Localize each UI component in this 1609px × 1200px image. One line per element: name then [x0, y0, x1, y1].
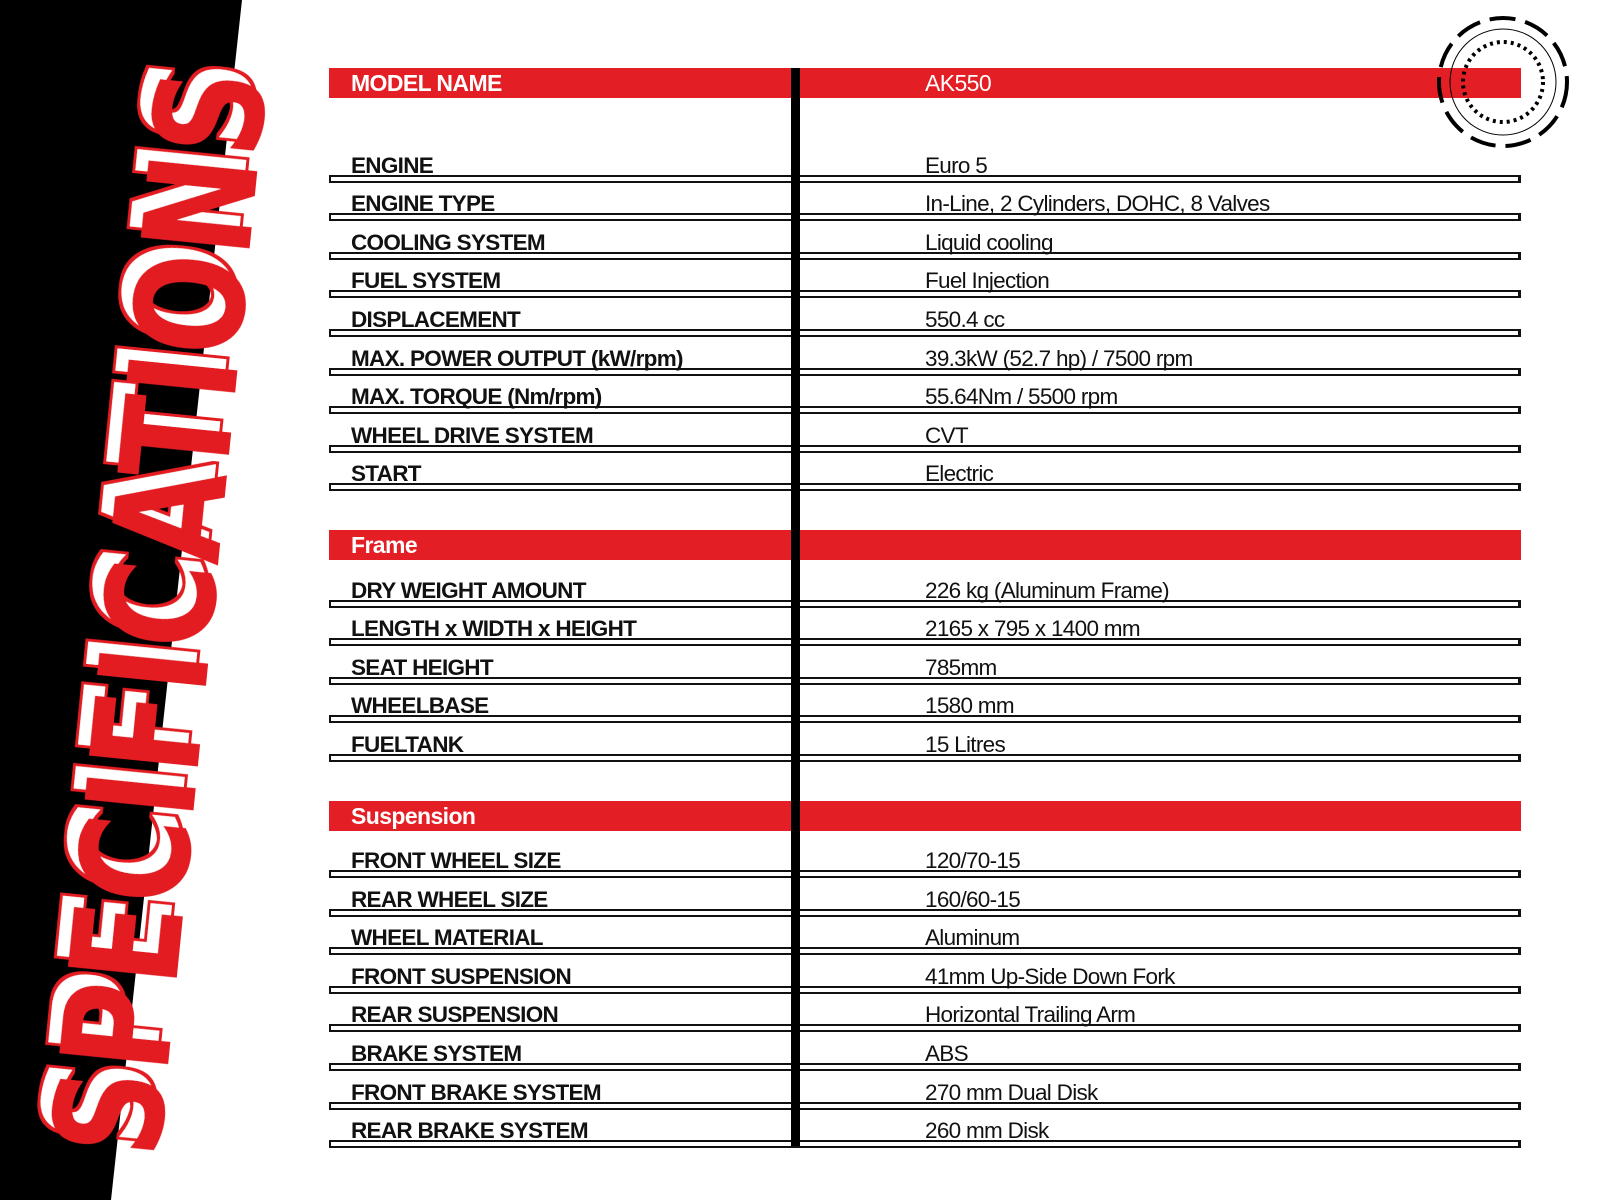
spec-value: In-Line, 2 Cylinders, DOHC, 8 Valves — [925, 191, 1270, 217]
spec-value: 55.64Nm / 5500 rpm — [925, 384, 1118, 410]
spec-label: COOLING SYSTEM — [351, 229, 546, 255]
spec-value: Horizontal Trailing Arm — [925, 1002, 1136, 1028]
spec-row: FRONT WHEEL SIZE 120/70-15 — [329, 840, 1521, 879]
spec-label: FUEL SYSTEM — [351, 268, 501, 294]
spec-label: WHEELBASE — [351, 693, 489, 719]
spec-row: REAR BRAKE SYSTEM 260 mm Disk — [329, 1110, 1521, 1149]
row-underline — [329, 715, 1521, 724]
section-header: Frame — [329, 530, 1521, 561]
row-underline — [329, 870, 1521, 879]
spec-row: MAX. TORQUE (Nm/rpm) 55.64Nm / 5500 rpm — [329, 376, 1521, 415]
spec-value: 550.4 cc — [925, 306, 1005, 332]
spec-label: SEAT HEIGHT — [351, 654, 494, 680]
section-title: MODEL NAME — [351, 70, 502, 96]
badge-circle-icon — [1437, 16, 1569, 148]
spec-row: WHEEL DRIVE SYSTEM CVT — [329, 414, 1521, 453]
spec-row: SEAT HEIGHT 785mm — [329, 646, 1521, 685]
spec-row: WHEELBASE 1580 mm — [329, 685, 1521, 724]
spec-label: DRY WEIGHT AMOUNT — [351, 577, 586, 603]
spec-row: LENGTH x WIDTH x HEIGHT 2165 x 795 x 1400… — [329, 608, 1521, 647]
spec-label: FRONT SUSPENSION — [351, 963, 572, 989]
section-header: Suspension — [329, 800, 1521, 831]
spec-value: 1580 mm — [925, 693, 1015, 719]
spec-label: WHEEL MATERIAL — [351, 925, 544, 951]
row-underline — [329, 213, 1521, 222]
spec-row: BRAKE SYSTEM ABS — [329, 1032, 1521, 1072]
spec-row: FRONT SUSPENSION 41mm Up-Side Down Fork — [329, 955, 1521, 994]
spec-value: Aluminum — [925, 925, 1020, 951]
spec-value: 160/60-15 — [925, 886, 1021, 912]
row-underline — [329, 367, 1521, 376]
spec-value: Fuel Injection — [925, 268, 1050, 294]
row-underline — [329, 753, 1521, 762]
row-underline — [329, 251, 1521, 260]
spec-label: LENGTH x WIDTH x HEIGHT — [351, 616, 637, 642]
spec-label: BRAKE SYSTEM — [351, 1041, 522, 1067]
row-underline — [329, 1024, 1521, 1033]
row-underline — [329, 1101, 1521, 1110]
spec-label: START — [351, 461, 422, 487]
section-value: AK550 — [925, 70, 992, 96]
spec-label: REAR BRAKE SYSTEM — [351, 1118, 589, 1144]
spec-value: 15 Litres — [925, 731, 1006, 757]
spec-label: DISPLACEMENT — [351, 306, 521, 332]
spec-row: FUEL SYSTEM Fuel Injection — [329, 260, 1521, 299]
row-underline — [329, 174, 1521, 183]
spec-row: REAR WHEEL SIZE 160/60-15 — [329, 878, 1521, 917]
spec-label: WHEEL DRIVE SYSTEM — [351, 422, 594, 448]
spec-row: START Electric — [329, 453, 1521, 492]
spec-value: Liquid cooling — [925, 229, 1054, 255]
row-underline — [329, 483, 1521, 492]
row-underline — [329, 676, 1521, 685]
spec-value: 41mm Up-Side Down Fork — [925, 963, 1175, 989]
spec-label: MAX. POWER OUTPUT (kW/rpm) — [351, 345, 683, 371]
spec-value: 785mm — [925, 654, 997, 680]
spec-row: REAR SUSPENSION Horizontal Trailing Arm — [329, 994, 1521, 1033]
spec-label: ENGINE TYPE — [351, 191, 495, 217]
spec-value: CVT — [925, 422, 969, 448]
spec-label: FRONT BRAKE SYSTEM — [351, 1079, 602, 1105]
section-header: MODEL NAME AK550 — [329, 68, 1521, 98]
black-diagonal-panel — [0, 0, 242, 1200]
row-underline — [329, 908, 1521, 917]
column-divider — [791, 68, 800, 1146]
row-underline — [329, 328, 1521, 337]
spec-value: Euro 5 — [925, 152, 988, 178]
spec-label: FRONT WHEEL SIZE — [351, 848, 561, 874]
spec-row: WHEEL MATERIAL Aluminum — [329, 917, 1521, 956]
row-underline — [329, 985, 1521, 994]
spec-row: ENGINE TYPE In-Line, 2 Cylinders, DOHC, 8… — [329, 183, 1521, 222]
spec-label: REAR SUSPENSION — [351, 1002, 559, 1028]
section-title: Suspension — [351, 802, 476, 829]
section-title: Frame — [351, 532, 418, 559]
spec-row: DISPLACEMENT 550.4 cc — [329, 298, 1521, 337]
spec-value: 120/70-15 — [925, 848, 1021, 874]
row-underline — [329, 599, 1521, 608]
row-underline — [329, 406, 1521, 415]
spec-label: REAR WHEEL SIZE — [351, 886, 548, 912]
spec-label: MAX. TORQUE (Nm/rpm) — [351, 384, 602, 410]
spec-label: ENGINE — [351, 152, 434, 178]
spec-value: 226 kg (Aluminum Frame) — [925, 577, 1170, 603]
spec-row: MAX. POWER OUTPUT (kW/rpm) 39.3kW (52.7 h… — [329, 337, 1521, 376]
row-underline — [329, 290, 1521, 299]
spec-row: FRONT BRAKE SYSTEM 270 mm Dual Disk — [329, 1071, 1521, 1110]
spec-value: 260 mm Disk — [925, 1118, 1049, 1144]
spec-row: DRY WEIGHT AMOUNT 226 kg (Aluminum Frame) — [329, 569, 1521, 608]
row-underline — [329, 947, 1521, 956]
spec-row: ENGINE Euro 5 — [329, 144, 1521, 183]
spec-value: 39.3kW (52.7 hp) / 7500 rpm — [925, 345, 1193, 371]
spec-row: FUELTANK 15 Litres — [329, 723, 1521, 762]
spec-value: Electric — [925, 461, 994, 487]
spec-value: ABS — [925, 1041, 969, 1067]
row-underline — [329, 1140, 1521, 1149]
row-underline — [329, 444, 1521, 453]
spec-row: COOLING SYSTEM Liquid cooling — [329, 221, 1521, 260]
row-underline — [329, 1063, 1521, 1072]
spec-value: 270 mm Dual Disk — [925, 1079, 1098, 1105]
spec-value: 2165 x 795 x 1400 mm — [925, 616, 1141, 642]
row-underline — [329, 638, 1521, 647]
spec-label: FUELTANK — [351, 731, 464, 757]
